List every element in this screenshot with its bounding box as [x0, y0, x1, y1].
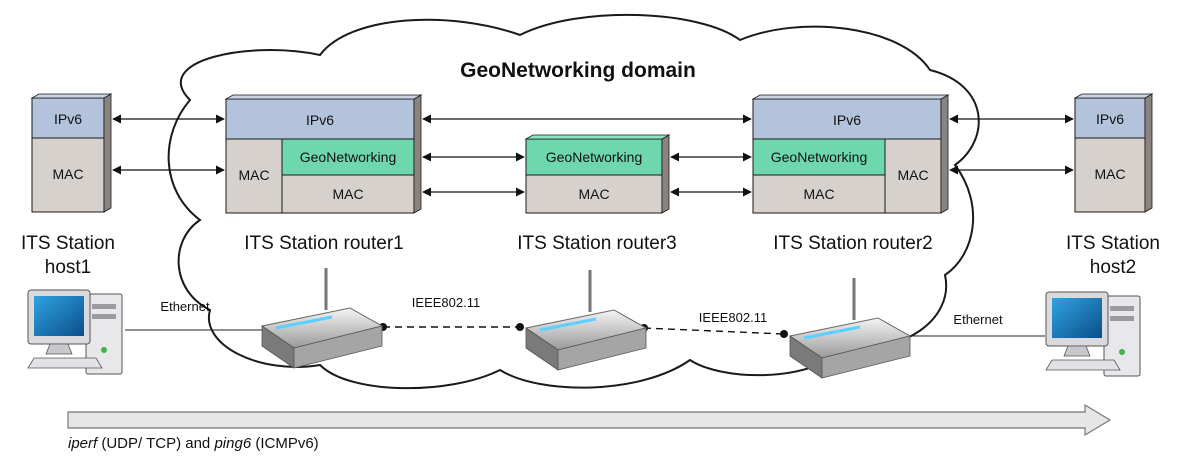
computer-icon	[1045, 291, 1141, 377]
wireless-router-icon	[524, 270, 648, 371]
wifi-1-label: IEEE802.11	[412, 295, 480, 310]
router2-label: ITS Station router2	[773, 233, 932, 254]
router1-mac-left-label: MAC	[238, 167, 269, 183]
traffic-flow-arrow	[67, 403, 1112, 437]
host2-label-line1: ITS Station	[1066, 233, 1160, 254]
wireless-router-icon	[260, 268, 384, 369]
router1-geonetworking-label: GeoNetworking	[300, 149, 397, 165]
wifi-link-1-end-b	[516, 323, 524, 331]
host1-mac-label: MAC	[52, 166, 83, 182]
host2-mac-label: MAC	[1094, 166, 1125, 182]
router2-stack: IPv6 GeoNetworking MAC MAC	[751, 94, 950, 214]
protocol-arrows	[112, 114, 1074, 197]
host2-label-line2: host2	[1090, 257, 1136, 278]
host2-ipv6-label: IPv6	[1096, 111, 1124, 127]
router3-stack: GeoNetworking MAC	[524, 134, 671, 214]
router1-ipv6-label: IPv6	[306, 112, 334, 128]
wifi-2-label: IEEE802.11	[699, 310, 767, 325]
wifi-link-2-end-b	[780, 330, 788, 338]
traffic-text-1: (UDP/ TCP) and	[97, 435, 214, 452]
traffic-caption: iperf (UDP/ TCP) and ping6 (ICMPv6)	[68, 435, 319, 452]
domain-title: GeoNetworking domain	[460, 59, 696, 82]
traffic-text-2: (ICMPv6)	[251, 435, 319, 452]
traffic-tool-ping6: ping6	[213, 435, 251, 452]
router2-mac-right-label: MAC	[897, 167, 928, 183]
traffic-tool-iperf: iperf	[68, 435, 99, 452]
router2-mac-left-label: MAC	[803, 186, 834, 202]
router2-ipv6-label: IPv6	[833, 112, 861, 128]
host2-stack: IPv6 MAC	[1073, 93, 1154, 213]
wireless-router-icon	[788, 278, 912, 379]
ethernet-left-label: Ethernet	[160, 299, 210, 314]
host1-ipv6-label: IPv6	[54, 111, 82, 127]
router3-label: ITS Station router3	[517, 233, 676, 254]
ethernet-right-label: Ethernet	[953, 312, 1003, 327]
router1-label: ITS Station router1	[244, 233, 403, 254]
host1-label-line2: host1	[45, 257, 91, 278]
router2-geonetworking-label: GeoNetworking	[771, 149, 868, 165]
computer-icon	[27, 289, 123, 375]
router3-geonetworking-label: GeoNetworking	[546, 149, 643, 165]
router1-mac-right-label: MAC	[332, 186, 363, 202]
router3-mac-label: MAC	[578, 186, 609, 202]
host1-label-line1: ITS Station	[21, 233, 115, 254]
router1-stack: IPv6 MAC GeoNetworking MAC	[224, 94, 423, 214]
host1-stack: IPv6 MAC	[30, 93, 113, 213]
